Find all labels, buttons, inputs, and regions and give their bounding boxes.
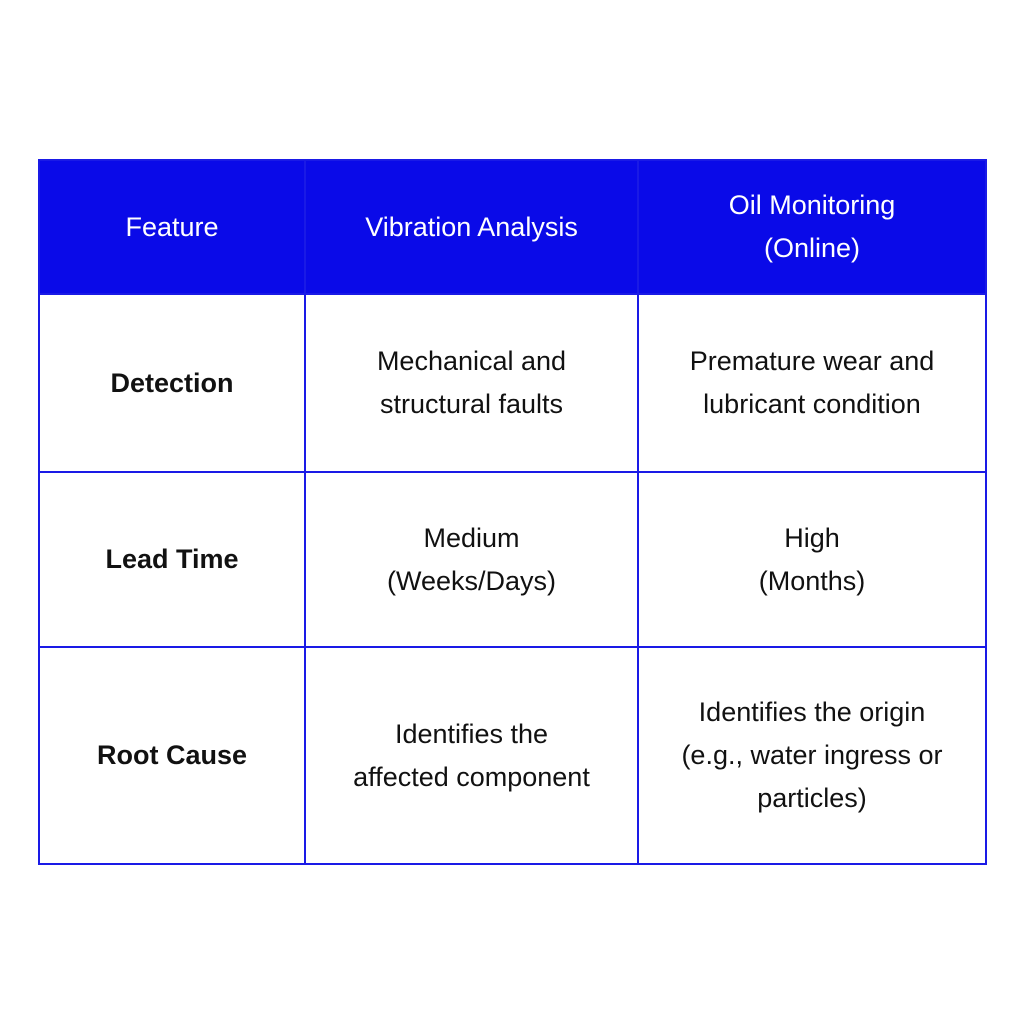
header-oil-monitoring: Oil Monitoring (Online)	[637, 159, 987, 295]
row-label-root-cause: Root Cause	[38, 646, 306, 865]
table-row-root-cause: Root Cause Identifies the affected compo…	[38, 646, 987, 865]
comparison-table: Feature Vibration Analysis Oil Monitorin…	[38, 159, 987, 865]
cell-root-cause-vibration: Identifies the affected component	[304, 646, 639, 865]
table-header: Feature Vibration Analysis Oil Monitorin…	[38, 159, 987, 295]
header-vibration-analysis: Vibration Analysis	[304, 159, 639, 295]
table-row-detection: Detection Mechanical and structural faul…	[38, 293, 987, 473]
cell-detection-oil: Premature wear and lubricant condition	[637, 293, 987, 473]
table-row-lead-time: Lead Time Medium (Weeks/Days) High (Mont…	[38, 471, 987, 648]
cell-detection-vibration: Mechanical and structural faults	[304, 293, 639, 473]
table-body: Detection Mechanical and structural faul…	[38, 293, 987, 865]
cell-lead-time-vibration: Medium (Weeks/Days)	[304, 471, 639, 648]
comparison-table-container: Feature Vibration Analysis Oil Monitorin…	[38, 159, 987, 865]
row-label-lead-time: Lead Time	[38, 471, 306, 648]
cell-lead-time-oil: High (Months)	[637, 471, 987, 648]
row-label-detection: Detection	[38, 293, 306, 473]
cell-root-cause-oil: Identifies the origin (e.g., water ingre…	[637, 646, 987, 865]
header-feature: Feature	[38, 159, 306, 295]
header-row: Feature Vibration Analysis Oil Monitorin…	[38, 159, 987, 295]
